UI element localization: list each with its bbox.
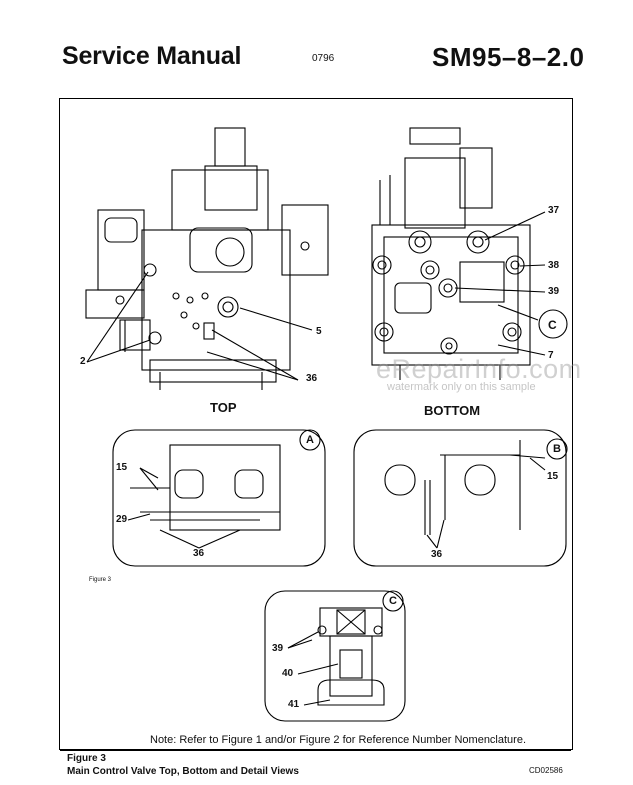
watermark-site: eRepairInfo.com — [376, 354, 582, 384]
figure-title: Main Control Valve Top, Bottom and Detai… — [67, 766, 299, 777]
detail-a — [112, 429, 326, 567]
top-view-label: TOP — [210, 400, 237, 415]
callout-38: 38 — [548, 260, 560, 271]
detail-a-callout-15: 15 — [116, 462, 128, 473]
detail-a-callout-29: 29 — [116, 514, 128, 525]
callout-39-bottom: 39 — [548, 286, 560, 297]
bottom-view-label: BOTTOM — [424, 403, 481, 418]
figure-frame — [59, 98, 573, 750]
callout-5: 5 — [316, 326, 322, 337]
detail-c-callout-40: 40 — [282, 668, 294, 679]
detail-c-callout-39: 39 — [272, 643, 284, 654]
callout-2: 2 — [80, 356, 86, 367]
caption-rule — [60, 750, 571, 751]
manual-title: Service Manual — [62, 42, 242, 70]
detail-c-marker: C — [389, 595, 397, 607]
detail-c — [264, 590, 406, 722]
document-number: SM95–8–2.0 — [432, 42, 585, 72]
watermark-notice: watermark only on this sample — [387, 381, 536, 393]
detail-b-marker: B — [553, 443, 561, 455]
detail-a-callout-36: 36 — [193, 548, 205, 559]
detail-b — [353, 429, 568, 567]
figure-number: Figure 3 — [67, 753, 106, 764]
callout-36-top: 36 — [306, 373, 318, 384]
detail-b-callout-36: 36 — [431, 549, 443, 560]
drawing-code: CD02586 — [529, 766, 563, 775]
callout-detail-c-marker: C — [548, 318, 557, 332]
detail-c-callout-41: 41 — [288, 699, 300, 710]
tiny-figure-ref: Figure 3 — [89, 577, 112, 583]
detail-a-marker: A — [306, 434, 314, 446]
callout-7: 7 — [548, 350, 554, 361]
reference-note: Note: Refer to Figure 1 and/or Figure 2 … — [150, 734, 527, 746]
top-view-valve — [85, 127, 329, 390]
date-code: 0796 — [312, 53, 335, 64]
detail-b-callout-15: 15 — [547, 471, 559, 482]
callout-37: 37 — [548, 205, 560, 216]
bottom-view-valve — [371, 127, 568, 380]
